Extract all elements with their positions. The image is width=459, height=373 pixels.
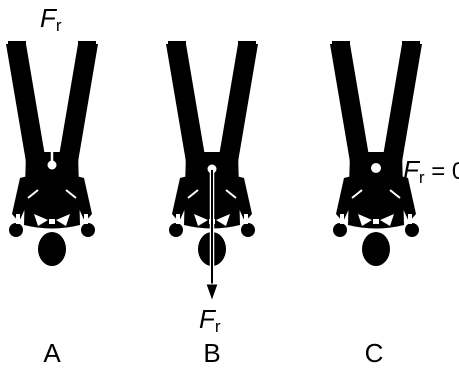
panel-a: Fr A [6,3,98,368]
force-label-a: Fr [40,3,62,35]
panel-b: Fr B [166,41,258,368]
skydiver-c [330,41,422,266]
force-label-b: Fr [199,304,221,336]
center-of-mass-c [371,163,381,173]
panel-label-b: B [203,338,220,368]
force-arrow-a [47,28,57,164]
panel-c: Fr = 0 C [330,41,459,368]
panel-label-a: A [43,338,61,368]
panel-label-c: C [365,338,384,368]
force-label-c: Fr = 0 [403,155,459,187]
